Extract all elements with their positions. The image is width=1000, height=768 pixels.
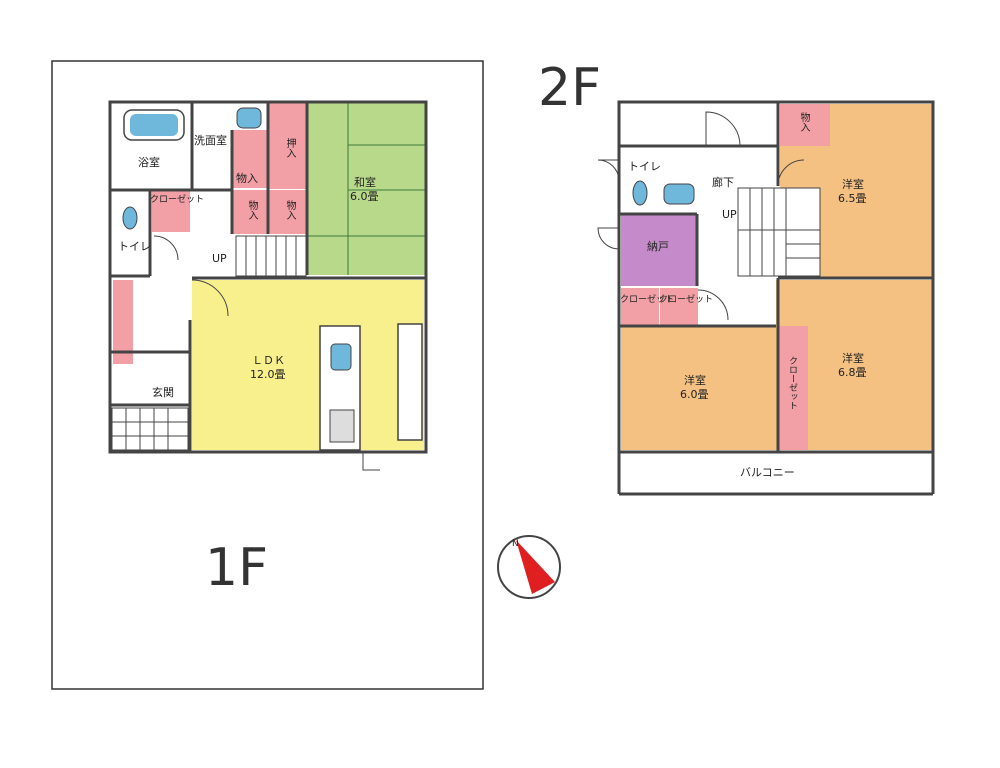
west-c-size: 6.8畳: [838, 366, 867, 379]
closet-c-label: クローゼット: [787, 356, 797, 410]
wa-room-size: 6.0畳: [350, 190, 379, 203]
storage-top-label: 物入: [798, 112, 809, 132]
stairs-1f: [235, 235, 307, 277]
floor-1f-title: 1F: [205, 538, 268, 598]
push-closet-label: 押入: [284, 138, 295, 158]
closet-c-fill: [778, 326, 808, 450]
west-a-label: 洋室: [842, 178, 864, 191]
closet-side-label: クローゼット: [150, 195, 205, 205]
push-closet-fill: [268, 103, 307, 189]
storage3-fill: [268, 190, 307, 234]
door-swings-1f: [153, 235, 380, 471]
west-a-size: 6.5畳: [838, 192, 867, 205]
wa-room-fill: [307, 103, 425, 275]
nando-fill: [621, 214, 697, 286]
west-c-label: 洋室: [842, 352, 864, 365]
shoebox-fill: [113, 280, 133, 364]
sink: [330, 343, 352, 371]
nando-label: 納戸: [647, 240, 669, 253]
wa-room-label: 和室: [354, 176, 376, 189]
closet-a-fill: [621, 288, 659, 326]
compass: [497, 535, 561, 599]
ldk-label: ＬＤＫ: [252, 354, 285, 367]
tatami-lines: [307, 103, 425, 275]
walls-1f: [108, 100, 428, 454]
entrance-tiles: [111, 407, 189, 451]
storage3-label: 物入: [284, 200, 295, 220]
closet-b-fill: [660, 288, 698, 326]
walls-2f: [617, 100, 935, 496]
closet-side-fill: [152, 190, 190, 232]
storage2-label: 物入: [246, 200, 257, 220]
toilet-fixture-2f: [632, 180, 648, 206]
door-swings-2f: [597, 111, 805, 321]
up-label-2f: UP: [722, 208, 737, 221]
hallway-label: 廊下: [712, 176, 734, 189]
closet-b-label: クローゼット: [659, 295, 714, 305]
toilet-label-2f: トイレ: [628, 160, 661, 173]
ldk-fill: [192, 280, 424, 450]
west-b-fill: [621, 326, 776, 450]
site-boundary-1f: [51, 60, 484, 690]
closet-a-label: クローゼット: [620, 295, 675, 305]
storage1-fill: [232, 130, 268, 188]
floor-2f-title: 2F: [538, 58, 601, 118]
west-b-size: 6.0畳: [680, 388, 709, 401]
storage-top-fill: [780, 104, 830, 146]
west-b-label: 洋室: [684, 374, 706, 387]
balcony-label: バルコニー: [740, 466, 795, 479]
bath-label: 浴室: [138, 156, 160, 169]
entrance-label: 玄関: [152, 386, 174, 399]
toilet-label-1f: トイレ: [118, 240, 151, 253]
washbasin-2f: [663, 183, 695, 205]
storage2-fill: [232, 190, 268, 234]
stove: [329, 409, 355, 443]
back-counter: [397, 323, 423, 441]
storage1-label: 物入: [236, 172, 258, 185]
toilet-fixture-1f: [122, 206, 138, 230]
ldk-size: 12.0畳: [250, 368, 286, 381]
up-label-1f: UP: [212, 252, 227, 265]
washroom-label: 洗面室: [194, 134, 227, 147]
washbasin: [236, 107, 262, 129]
compass-label: N: [512, 539, 519, 549]
stairs-2f: [737, 187, 821, 277]
